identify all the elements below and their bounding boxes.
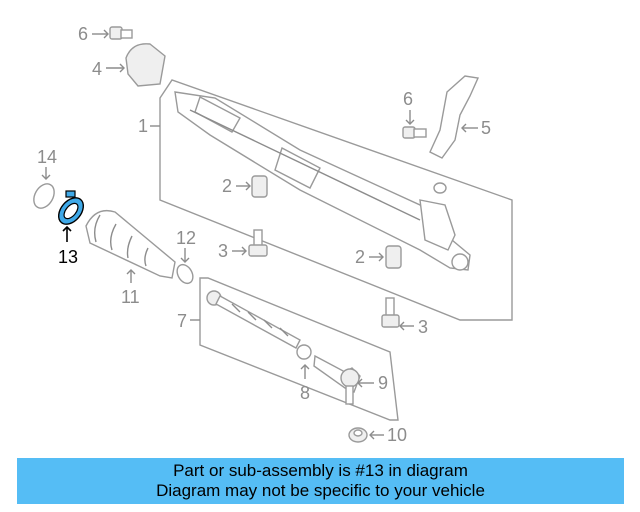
bracket-4: [125, 43, 166, 87]
callout-8: 8: [300, 383, 310, 403]
tie-rod-end-9: [313, 354, 361, 405]
clamp-12: [176, 263, 194, 285]
callout-6-right: 6: [403, 89, 413, 109]
steering-rack: [174, 91, 471, 271]
parts-diagram: 1 6 4 6 5 2 2 3 3 14: [33, 24, 513, 445]
caption-line-2: Diagram may not be specific to your vehi…: [156, 481, 485, 500]
callout-14: 14: [37, 147, 57, 167]
ring-14: [33, 183, 55, 209]
bushing-2-left: [251, 175, 268, 198]
bolt-3-right: [381, 297, 400, 328]
tie-rod-frame: [199, 277, 399, 421]
callout-7: 7: [177, 311, 187, 331]
callout-1: 1: [138, 116, 148, 136]
bolt-6-right: [402, 126, 427, 139]
callout-11: 11: [121, 287, 140, 307]
bolt-6-top: [109, 26, 133, 40]
callout-5: 5: [481, 118, 491, 138]
rack-assembly-frame: [159, 79, 513, 321]
caption-line-1: Part or sub-assembly is #13 in diagram: [173, 461, 468, 480]
callout-3-right: 3: [418, 317, 428, 337]
callout-12: 12: [176, 228, 196, 248]
bushing-2-right: [385, 245, 402, 269]
inner-tie-rod: [206, 290, 301, 349]
callout-4: 4: [92, 59, 102, 79]
arm-5: [429, 75, 480, 159]
callout-3-left: 3: [218, 241, 228, 261]
clamp-13-highlighted: [57, 190, 85, 225]
callout-2-left: 2: [222, 176, 232, 196]
callout-13: 13: [58, 247, 78, 267]
callout-9: 9: [378, 373, 388, 393]
callout-6-top: 6: [78, 24, 88, 44]
callout-10: 10: [387, 425, 407, 445]
callout-2-right: 2: [355, 247, 365, 267]
nut-8: [296, 344, 312, 360]
diagram-caption-banner: Part or sub-assembly is #13 in diagram D…: [17, 458, 624, 504]
boot-11: [85, 209, 176, 279]
bolt-3-left: [248, 229, 268, 257]
